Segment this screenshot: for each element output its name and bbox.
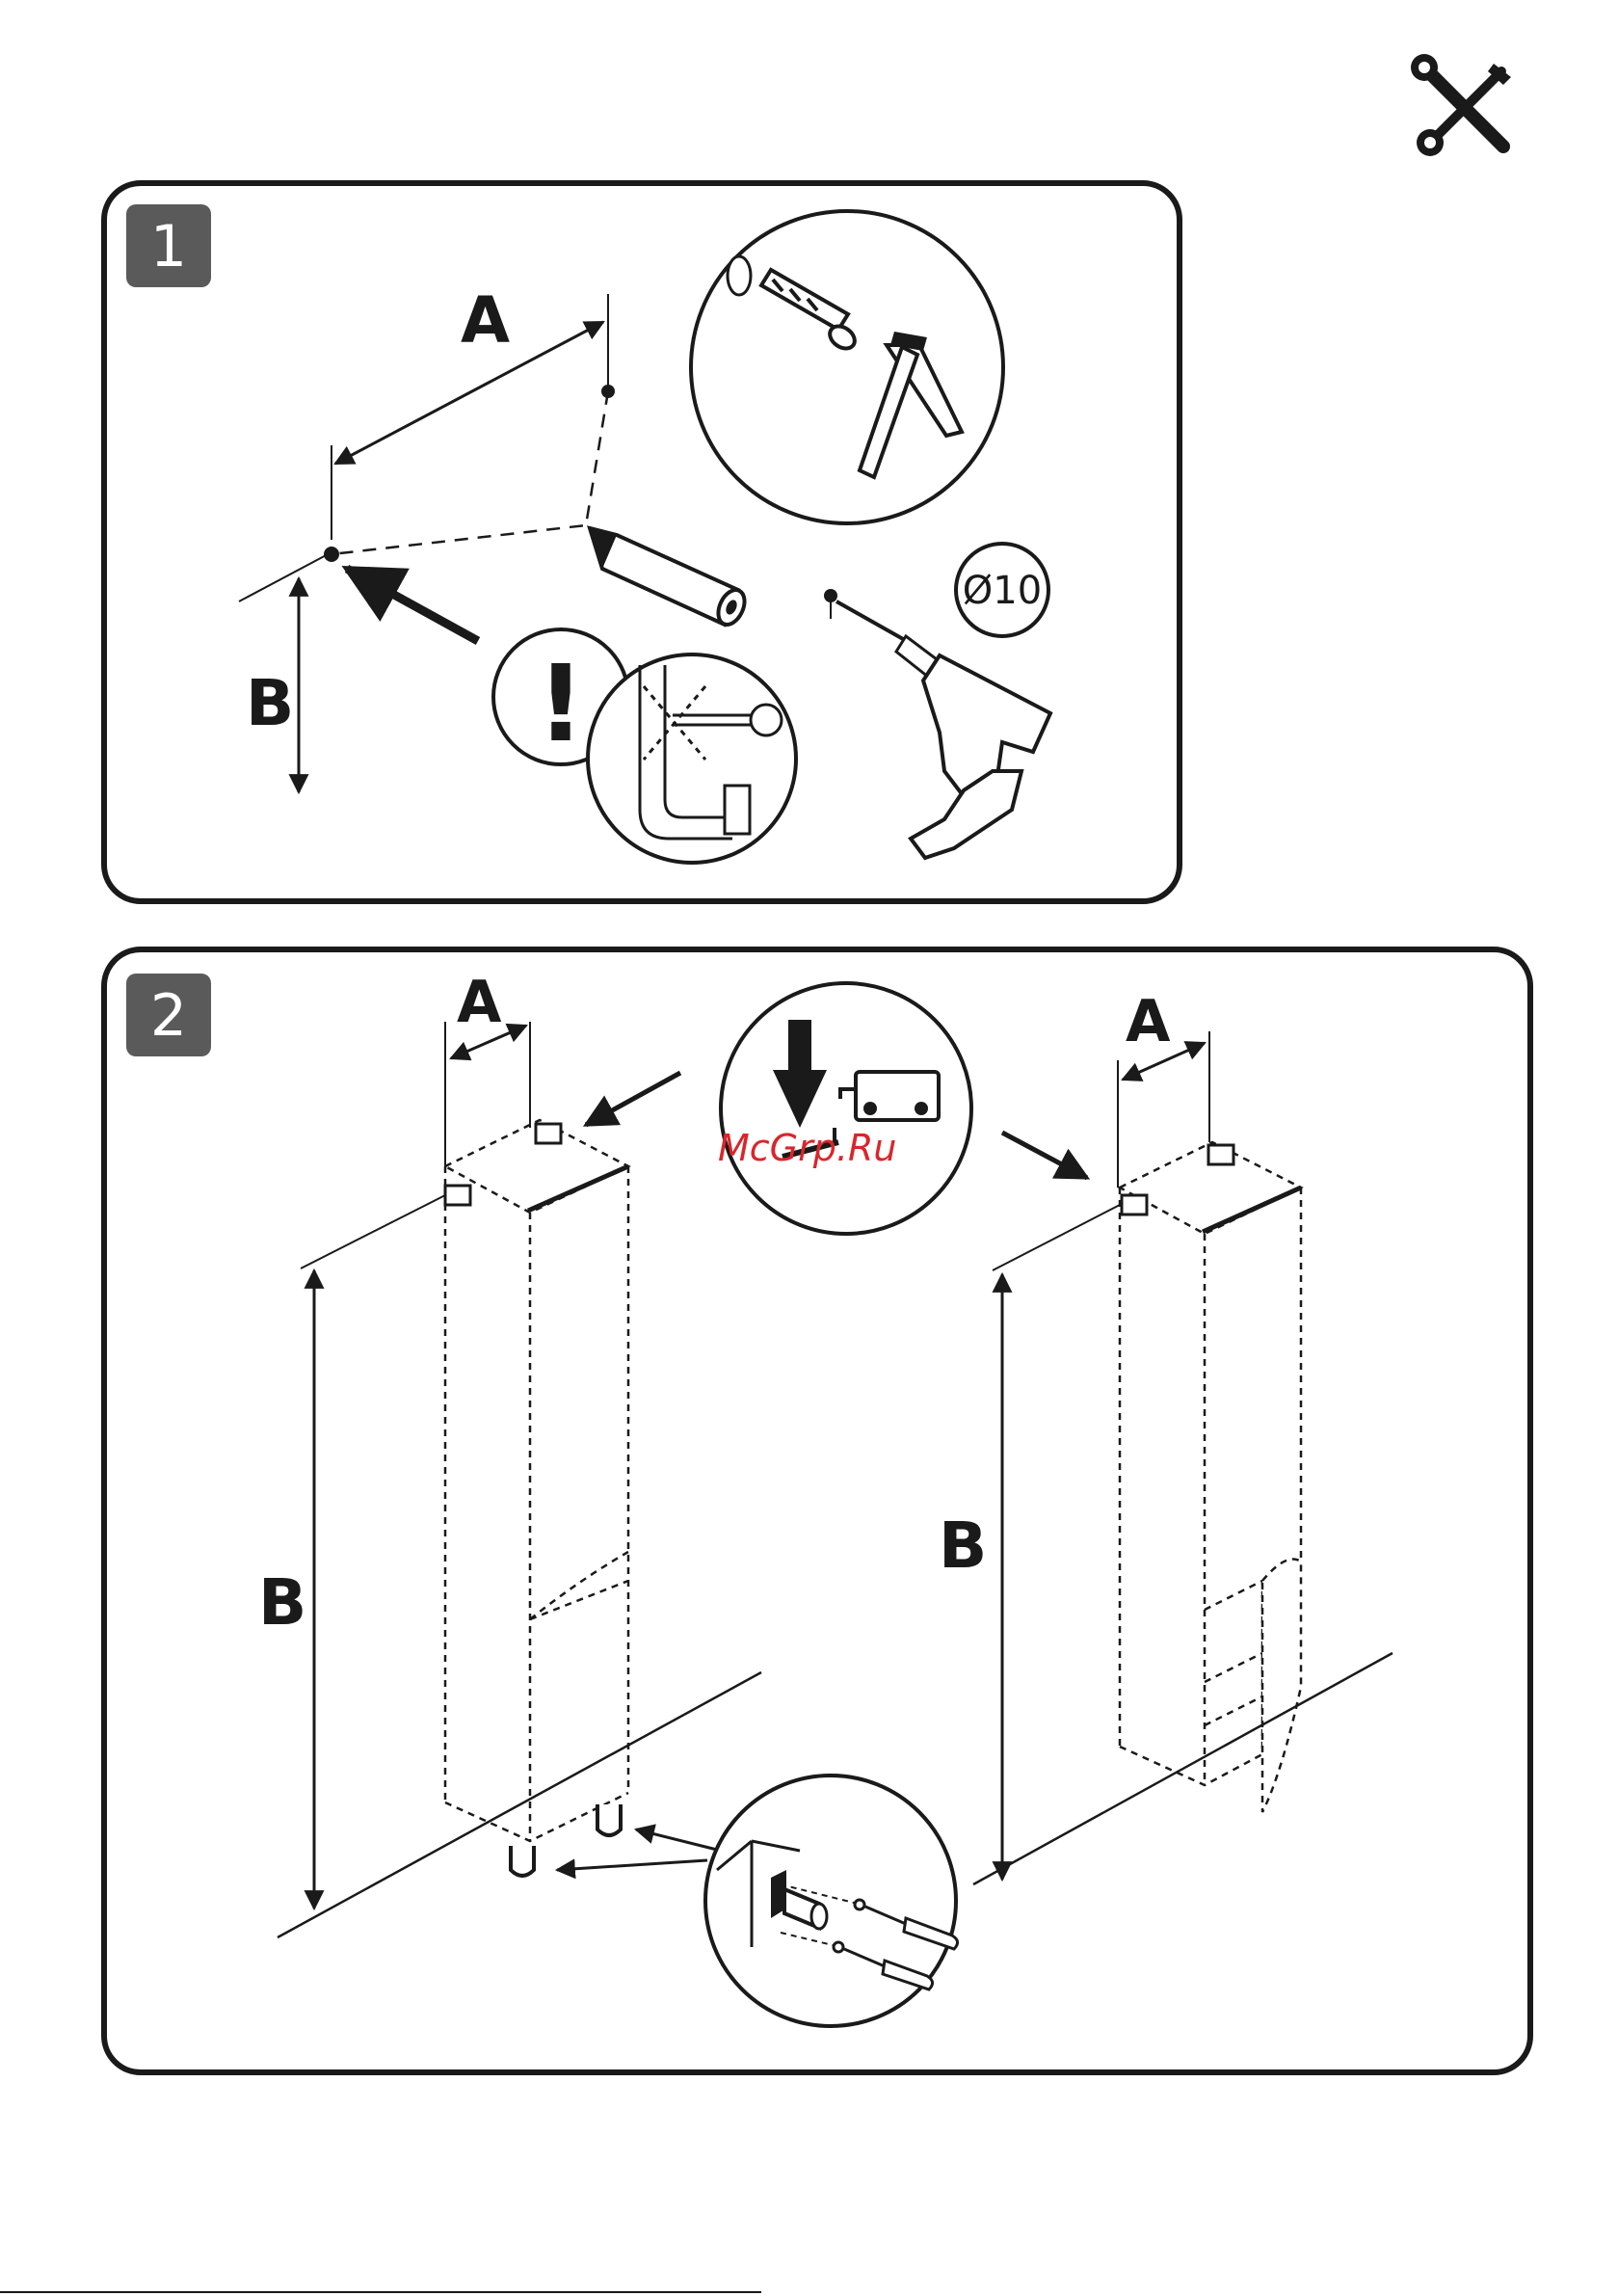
pencil-icon bbox=[590, 528, 750, 628]
left-dimension-b-label: B bbox=[258, 1565, 306, 1640]
right-dimension-a-label: A bbox=[1126, 988, 1171, 1055]
cabinet-leg bbox=[597, 1804, 621, 1835]
warning-notice: ! bbox=[493, 629, 796, 863]
hanging-bracket-icon bbox=[1208, 1145, 1233, 1164]
dimension-a-label: A bbox=[461, 283, 510, 358]
left-dimension-a-label: A bbox=[457, 969, 502, 1036]
hanging-bracket-icon bbox=[445, 1186, 470, 1205]
step-1-number: 1 bbox=[150, 213, 187, 280]
tools-icon bbox=[1411, 54, 1511, 156]
step-2-number: 2 bbox=[150, 982, 187, 1050]
leg-detail bbox=[705, 1775, 958, 2026]
hook-detail: McGrp.Ru bbox=[718, 983, 971, 1234]
hanging-bracket-icon bbox=[536, 1124, 561, 1143]
step-1-panel: 1 A B bbox=[104, 183, 1180, 901]
warning-icon: ! bbox=[537, 642, 585, 765]
open-door bbox=[1262, 1560, 1301, 1813]
mark-point bbox=[324, 547, 339, 562]
cabinet-leg bbox=[511, 1846, 534, 1876]
watermark: McGrp.Ru bbox=[718, 1127, 896, 1169]
dimension-b-label: B bbox=[246, 666, 294, 740]
step-2-panel: 2 A B bbox=[104, 949, 1530, 2072]
drill-size-label: Ø10 bbox=[963, 569, 1042, 613]
left-cabinet bbox=[445, 1120, 628, 1841]
right-dimension-b-label: B bbox=[939, 1508, 987, 1583]
hidden-pipe-detail bbox=[588, 654, 796, 863]
plug-hammer-detail bbox=[691, 211, 1003, 523]
hanging-bracket-icon bbox=[1122, 1195, 1147, 1215]
